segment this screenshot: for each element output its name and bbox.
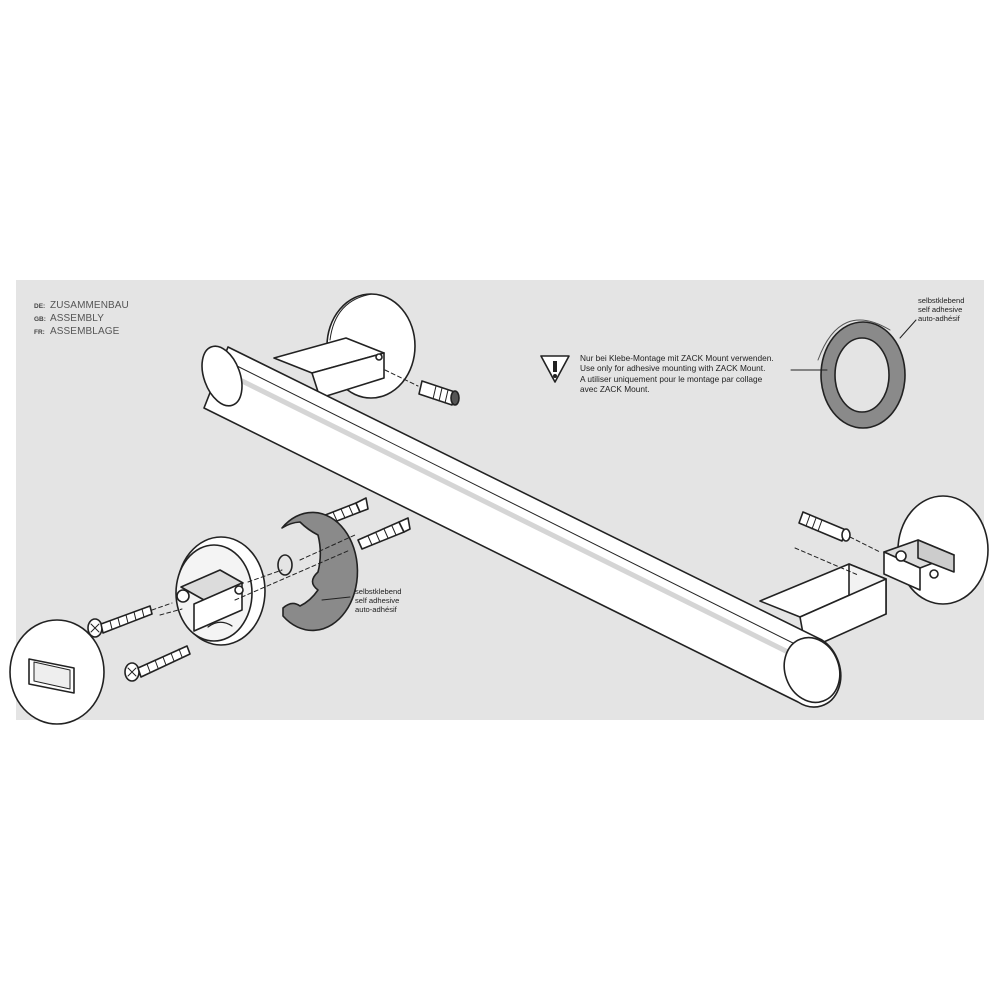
lang-code-de: DE: — [34, 303, 46, 310]
adhesive-ring-leader — [899, 319, 917, 339]
heading-fr: ASSEMBLAGE — [50, 326, 120, 337]
threaded-stud-right — [794, 511, 881, 576]
ring-label-fr: auto-adhésif — [918, 314, 960, 323]
warning-note: Nur bei Klebe-Montage mit ZACK Mount ver… — [580, 353, 774, 395]
adhesive-plate-label: selbstklebend self adhesive auto-adhésif — [355, 587, 401, 614]
screw-lower — [124, 645, 191, 682]
assembly-heading: DE: ZUSAMMENBAU GB: ASSEMBLY FR: ASSEMBL… — [34, 300, 129, 339]
lang-code-fr: FR: — [34, 329, 45, 336]
threaded-stud-left — [384, 369, 460, 406]
warning-line-de: Nur bei Klebe-Montage mit ZACK Mount ver… — [580, 353, 774, 363]
heading-row-de: DE: ZUSAMMENBAU — [34, 300, 129, 313]
warning-triangle-icon — [540, 355, 570, 383]
adhesive-ring — [817, 319, 906, 429]
heading-row-fr: FR: ASSEMBLAGE — [34, 326, 129, 339]
adhesive-plate-leader — [321, 596, 351, 601]
plate-label-de: selbstklebend — [355, 587, 402, 596]
screw-upper — [87, 602, 173, 638]
warning-line-fr-1: A utiliser uniquement pour le montage pa… — [580, 373, 763, 384]
rosette-right — [883, 495, 989, 605]
ring-label-gb: self adhesive — [918, 305, 963, 314]
assembly-path-left — [159, 534, 356, 616]
warning-line-fr-2: avec ZACK Mount. — [580, 384, 650, 395]
plate-label-gb: self adhesive — [355, 596, 400, 605]
heading-row-gb: GB: ASSEMBLY — [34, 313, 129, 326]
heading-de: ZUSAMMENBAU — [50, 300, 129, 311]
wall-plug-lower — [357, 517, 411, 550]
cover-cap — [9, 619, 105, 725]
towel-rail-bar — [201, 345, 842, 708]
plate-label-fr: auto-adhésif — [355, 605, 397, 614]
adhesive-ring-label: selbstklebend self adhesive auto-adhésif — [918, 296, 964, 323]
heading-gb: ASSEMBLY — [50, 313, 104, 324]
standoff-arm-right — [759, 563, 887, 651]
standoff-arm-left — [273, 337, 385, 399]
rosette-base-left — [175, 536, 266, 646]
lang-code-gb: GB: — [34, 316, 46, 323]
ring-label-de: selbstklebend — [918, 296, 965, 305]
warning-line-gb: Use only for adhesive mounting with ZACK… — [580, 363, 766, 374]
